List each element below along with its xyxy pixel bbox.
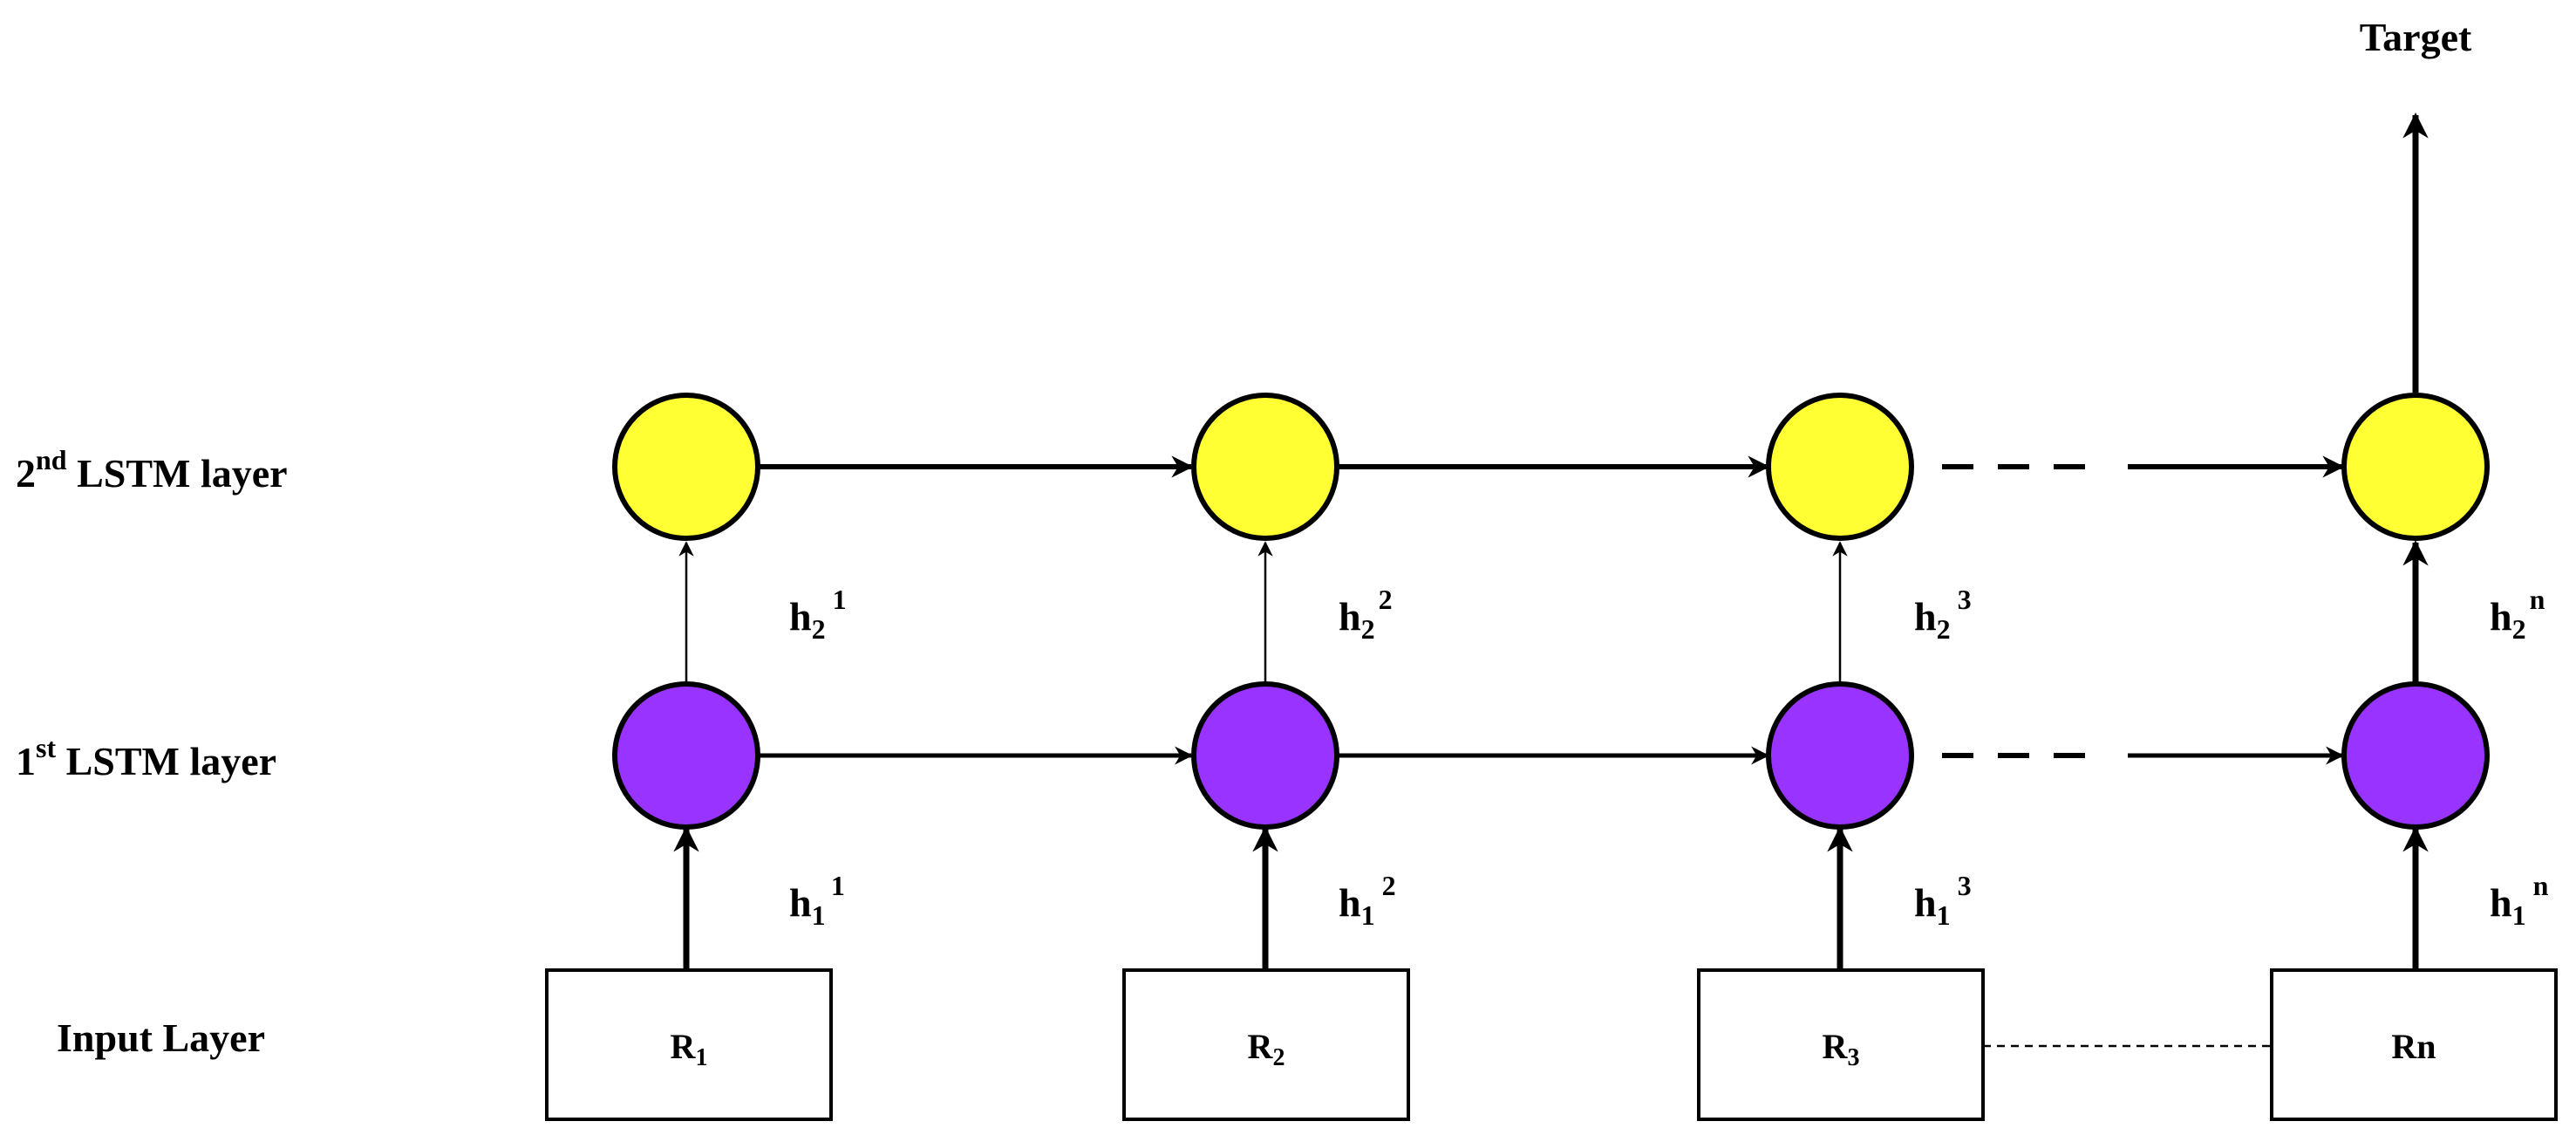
h1-label-n: h1n	[2490, 870, 2549, 931]
h2-label-2: h22	[1339, 584, 1393, 645]
input-label-3: R3	[1823, 1027, 1860, 1071]
lstm1-node-n	[2341, 681, 2490, 830]
lstm1-node-2	[1191, 681, 1339, 830]
input-box-1	[545, 968, 833, 1121]
row-label-input-layer: Input Layer	[57, 1015, 265, 1060]
lstm2-node-n	[2341, 393, 2490, 541]
h2-label-1: h21	[789, 584, 847, 645]
h1-label-3: h13	[1914, 870, 1972, 931]
h2-label-n: h2n	[2490, 584, 2545, 645]
row-label-second-lstm: 2nd LSTM layer	[16, 444, 288, 496]
input-label-n: Rn	[2391, 1027, 2436, 1066]
input-box-2	[1122, 968, 1410, 1121]
h2-label-3: h23	[1914, 584, 1972, 645]
lstm2-node-3	[1766, 393, 1914, 541]
h1-label-2: h12	[1339, 870, 1396, 931]
input-label-1: R1	[671, 1027, 708, 1071]
h1-label-1: h11	[789, 870, 845, 931]
row-label-first-lstm: 1st LSTM layer	[16, 732, 276, 783]
lstm2-node-1	[612, 393, 760, 541]
target-label: Target	[2360, 15, 2472, 59]
lstm1-node-1	[612, 681, 760, 830]
input-box-n	[2270, 968, 2558, 1121]
lstm1-node-3	[1766, 681, 1914, 830]
input-box-3	[1697, 968, 1985, 1121]
lstm2-node-2	[1191, 393, 1339, 541]
input-label-2: R2	[1248, 1027, 1285, 1071]
